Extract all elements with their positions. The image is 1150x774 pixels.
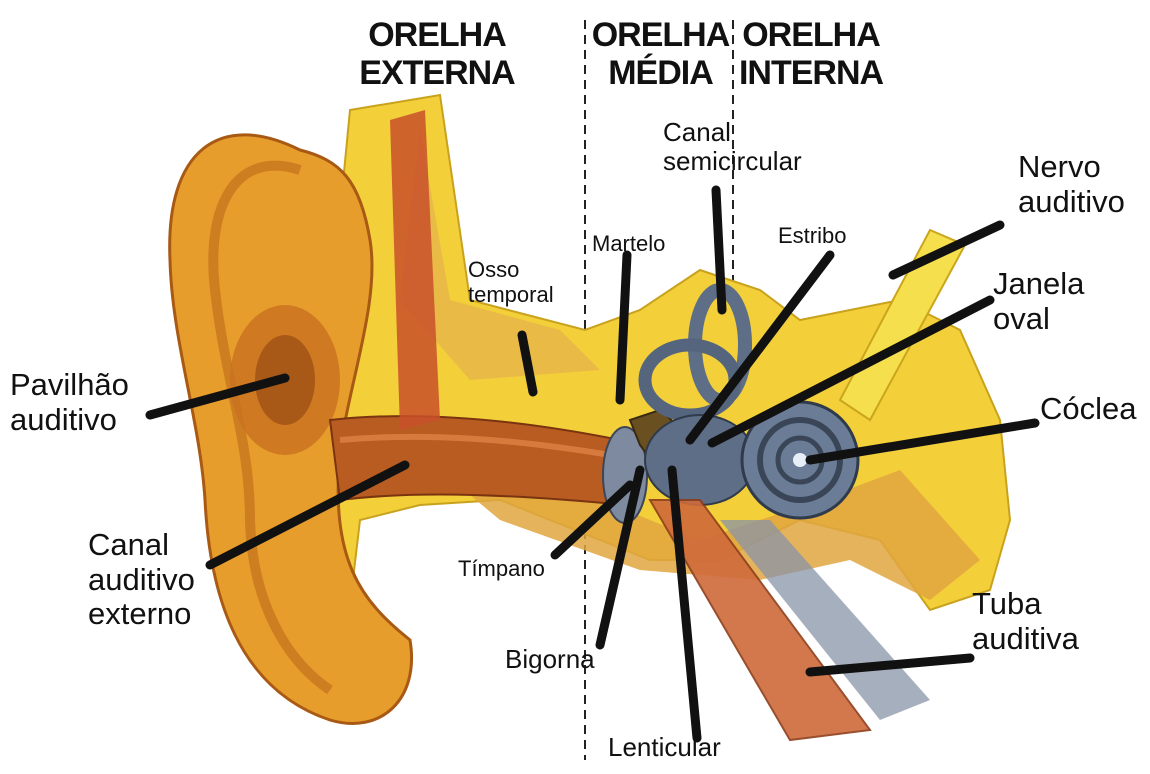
label-estribo: Estribo [778, 224, 846, 249]
label-tuba-auditiva: Tuba auditiva [972, 587, 1079, 656]
leader-canal-semicircular [716, 190, 722, 310]
section-inner-ear: ORELHA INTERNA [736, 16, 886, 92]
label-bigorna: Bigorna [505, 645, 595, 674]
section-outer-ear: ORELHA EXTERNA [292, 16, 582, 92]
label-lenticular: Lenticular [608, 733, 721, 762]
label-osso-temporal: Osso temporal [468, 258, 554, 307]
label-coclea: Cóclea [1040, 392, 1137, 427]
label-martelo: Martelo [592, 232, 665, 257]
label-timpano: Tímpano [458, 557, 545, 582]
label-nervo-auditivo: Nervo auditivo [1018, 150, 1125, 219]
label-janela-oval: Janela oval [993, 267, 1084, 336]
section-middle-ear: ORELHA MÉDIA [588, 16, 733, 92]
label-pavilhao-auditivo: Pavilhão auditivo [10, 368, 129, 437]
label-canal-semicircular: Canal semicircular [663, 118, 802, 176]
label-canal-auditivo-externo: Canal auditivo externo [88, 528, 195, 632]
